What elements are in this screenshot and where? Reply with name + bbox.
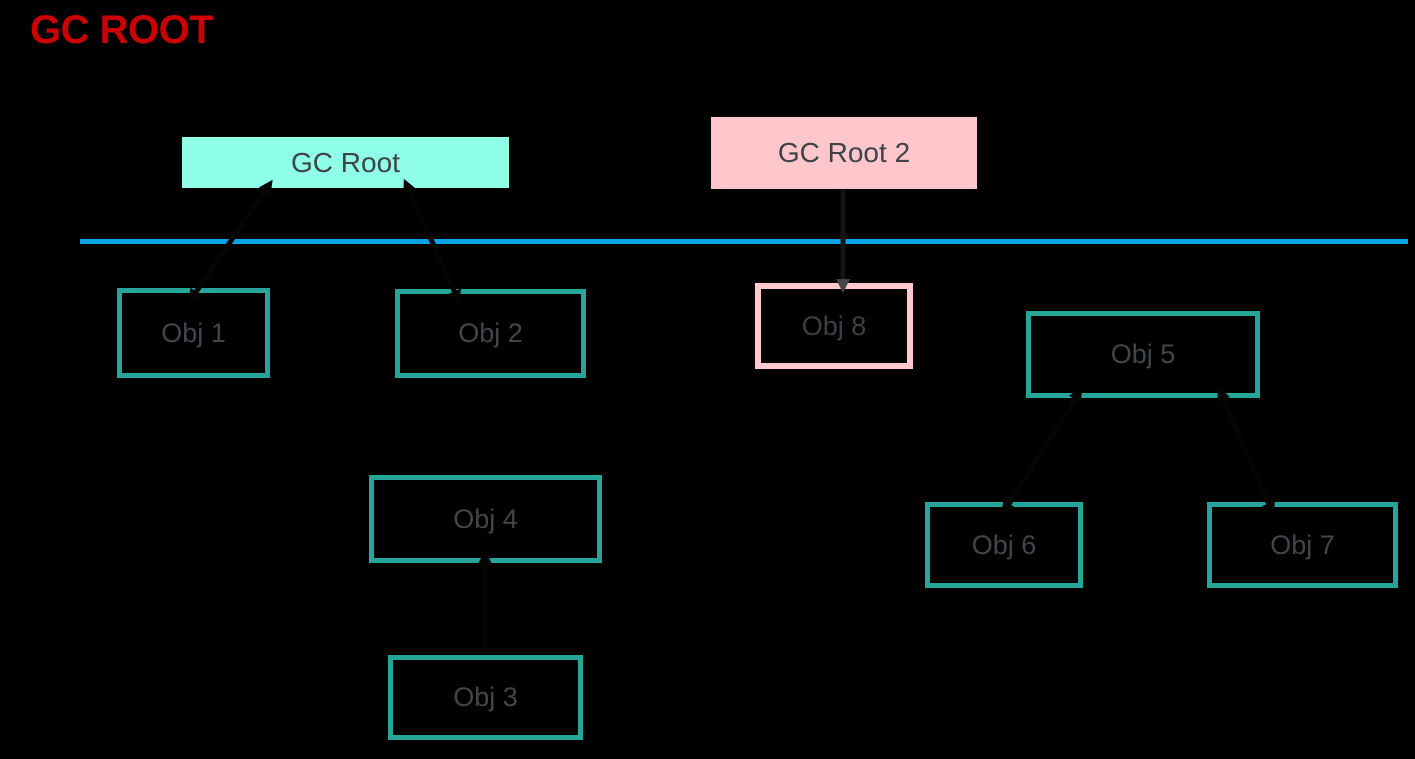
heap-separator-line bbox=[80, 239, 1408, 244]
node-label: Obj 5 bbox=[1110, 339, 1176, 369]
edge-obj-5-obj-6 bbox=[1004, 394, 1080, 509]
node-label: Obj 8 bbox=[801, 310, 867, 341]
node-gc-root: GC Root bbox=[182, 137, 509, 188]
node-label: GC Root 2 bbox=[777, 137, 911, 168]
node-label: GC Root bbox=[291, 146, 400, 178]
node-gc-root-2: GC Root 2 bbox=[711, 117, 977, 189]
node-obj-7: Obj 7 bbox=[1207, 502, 1398, 588]
node-obj-5: Obj 5 bbox=[1026, 311, 1260, 398]
node-obj-3: Obj 3 bbox=[388, 655, 583, 740]
node-label: Obj 6 bbox=[971, 529, 1037, 560]
node-label: Obj 1 bbox=[161, 317, 226, 348]
node-label: Obj 3 bbox=[453, 682, 518, 712]
node-obj-8: Obj 8 bbox=[755, 283, 913, 369]
node-obj-1: Obj 1 bbox=[117, 288, 270, 378]
node-obj-2: Obj 2 bbox=[395, 289, 586, 378]
edge-obj-5-obj-7 bbox=[1219, 395, 1273, 508]
node-obj-4: Obj 4 bbox=[369, 475, 602, 563]
page-title: GC ROOT bbox=[30, 8, 214, 52]
node-label: Obj 2 bbox=[458, 318, 523, 348]
node-label: Obj 4 bbox=[453, 503, 518, 534]
node-obj-6: Obj 6 bbox=[925, 502, 1083, 588]
node-label: Obj 7 bbox=[1270, 529, 1335, 560]
